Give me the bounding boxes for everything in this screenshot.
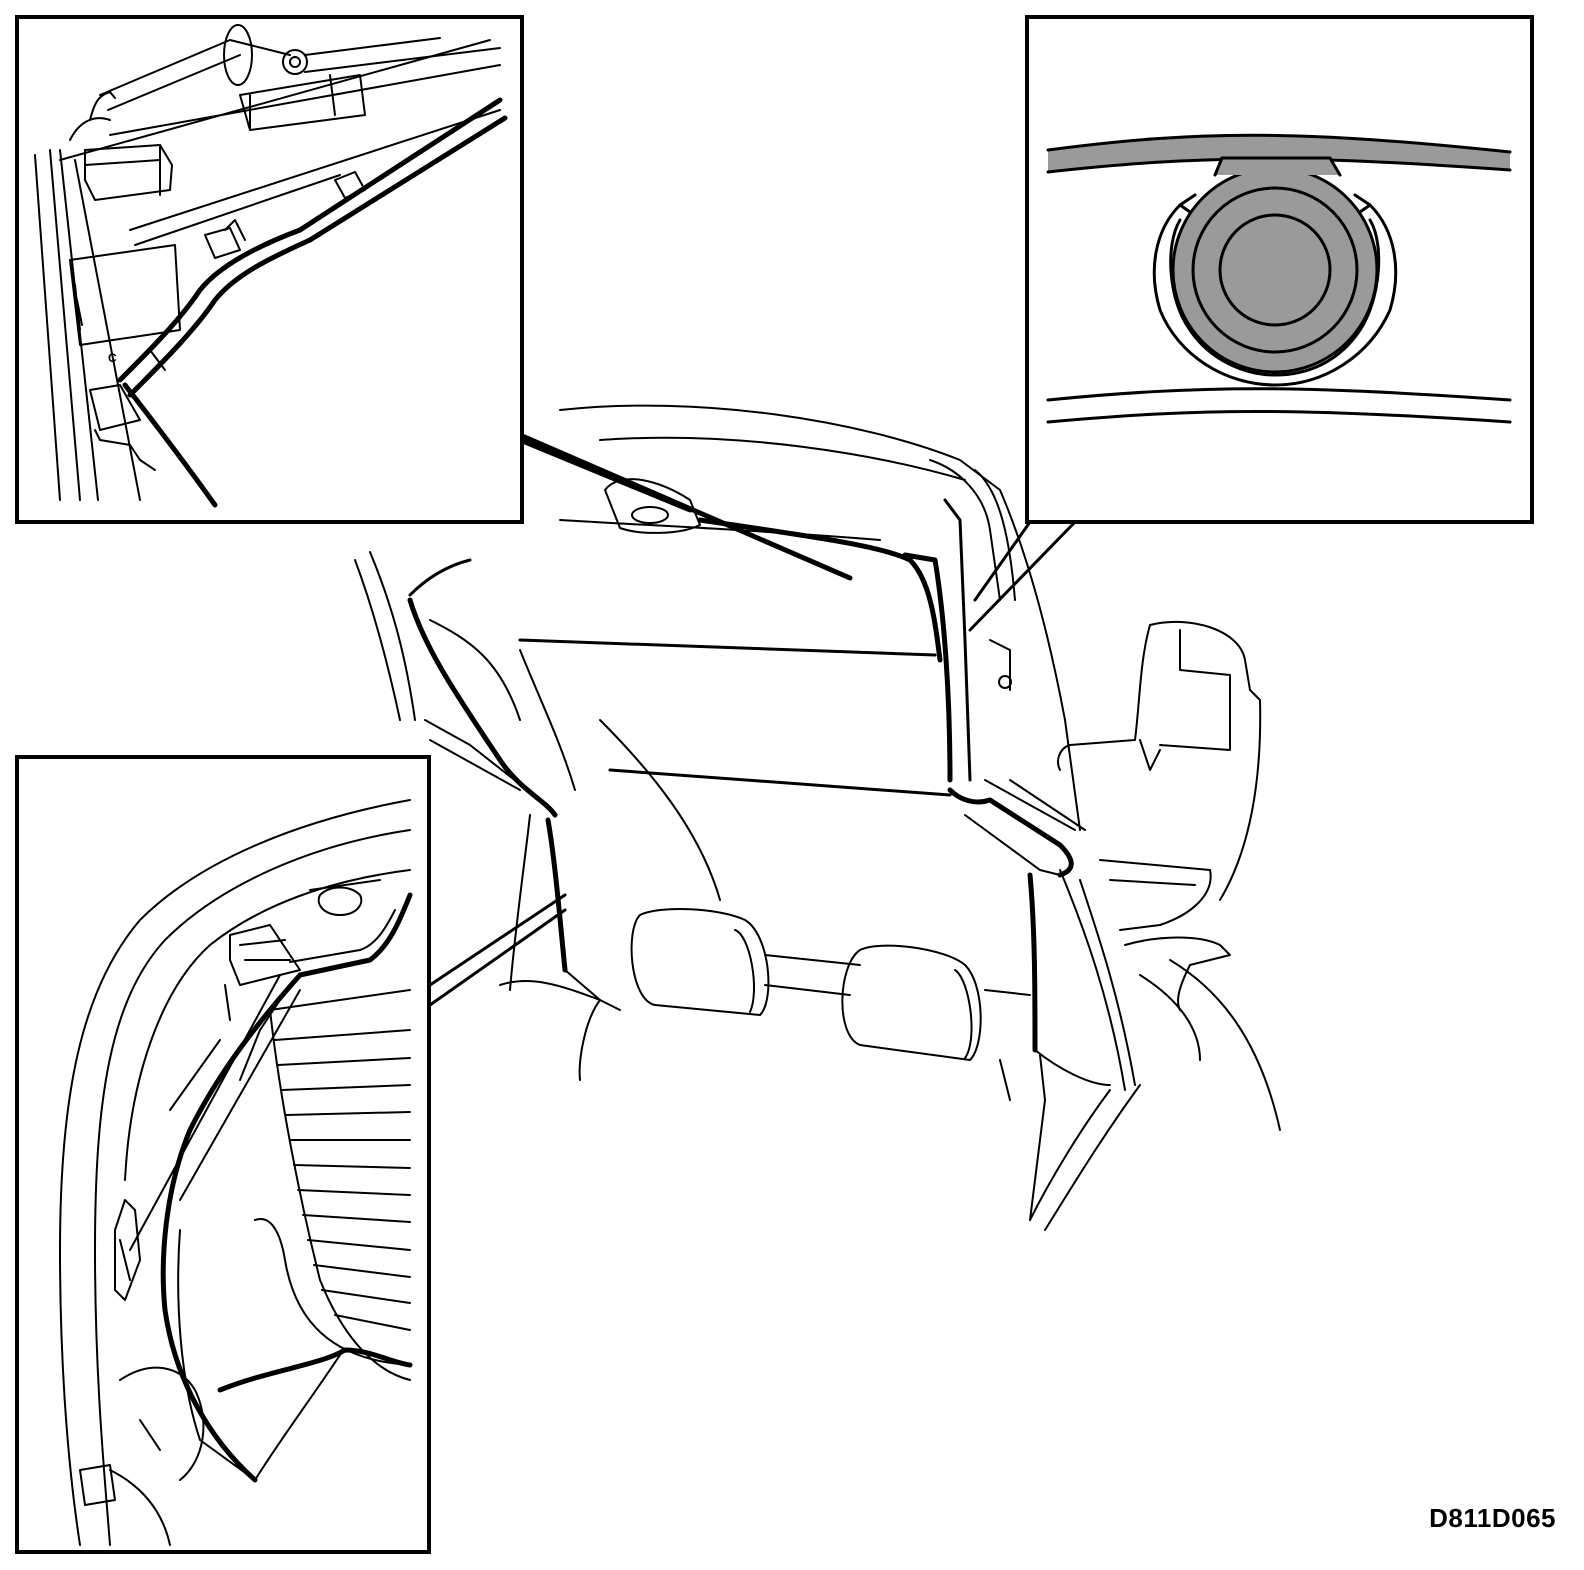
detail-inset-bottom-left xyxy=(15,755,431,1554)
leader-lines xyxy=(428,432,1077,1007)
panel-slats xyxy=(274,1029,411,1331)
main-vehicle-view xyxy=(354,404,1281,1231)
detail-inset-top-right xyxy=(1025,15,1534,524)
figure-reference-code: D811D065 xyxy=(1429,1503,1556,1533)
detail-inset-top-left: C xyxy=(15,15,524,524)
callout-letter-c: C xyxy=(108,351,117,365)
